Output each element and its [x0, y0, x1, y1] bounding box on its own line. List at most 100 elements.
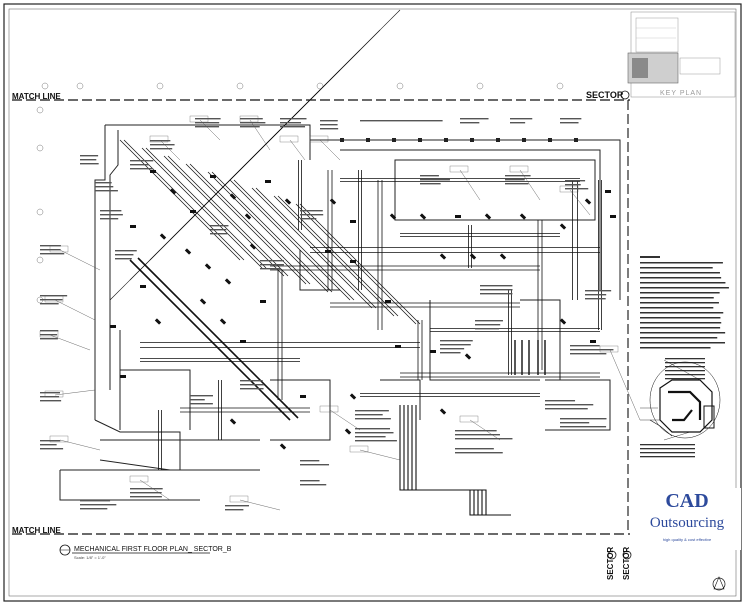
detail-note-line	[640, 444, 695, 446]
fine-print-line	[40, 396, 60, 398]
diffuser	[204, 263, 212, 270]
fine-print-line	[300, 214, 324, 216]
diffuser	[224, 278, 232, 285]
diffuser	[610, 215, 616, 218]
wall	[99, 459, 171, 471]
fine-print-line	[80, 159, 97, 161]
fine-print-line	[210, 233, 228, 235]
diffuser	[260, 300, 266, 303]
match-line-label-bottom: MATCH LINE	[12, 526, 61, 535]
diffuser	[229, 193, 237, 200]
wall	[380, 379, 421, 420]
fine-print-line	[210, 229, 227, 231]
fine-print-line	[480, 293, 513, 295]
fine-print-line	[355, 418, 391, 420]
leader-line	[49, 334, 91, 351]
diffuser	[484, 213, 492, 220]
callout-box	[129, 475, 149, 483]
fine-print-line	[40, 249, 61, 251]
wall	[299, 250, 340, 291]
sector-label-vertical-b: SECTOR	[622, 546, 631, 580]
fine-print-line	[130, 164, 150, 166]
fine-print-line	[560, 122, 579, 124]
drawing-scale: Scale: 1/8" = 1'-0"	[74, 555, 106, 560]
sector-marker-bottom-b	[622, 550, 632, 560]
air-diffusers	[110, 170, 616, 450]
diffuser	[279, 443, 287, 450]
diffuser	[265, 180, 271, 183]
diagonal-duct	[249, 9, 401, 161]
note-line	[640, 342, 726, 344]
fine-print-line	[115, 258, 132, 260]
column	[548, 138, 552, 142]
fine-print-line	[455, 448, 494, 450]
leader-callouts	[39, 115, 641, 511]
fine-print-line	[280, 126, 306, 128]
column	[340, 138, 344, 142]
fine-print-line	[260, 264, 284, 266]
riser-pipe	[403, 405, 499, 516]
note-line	[640, 312, 724, 314]
fine-print-line	[95, 186, 114, 188]
note-line	[640, 337, 718, 339]
diffuser	[284, 198, 292, 205]
leader-line	[359, 449, 401, 461]
fine-print-line	[190, 399, 205, 401]
fine-print-line	[240, 384, 264, 386]
diffuser	[169, 188, 177, 195]
diffuser	[349, 393, 357, 400]
diffuser	[184, 248, 192, 255]
logo-cad-text: CAD	[665, 490, 709, 512]
diffuser	[439, 408, 447, 415]
diffuser	[350, 220, 356, 223]
fine-print-line	[300, 464, 330, 466]
leader-line	[289, 139, 306, 161]
fine-print-line	[100, 214, 123, 216]
fine-print-line	[455, 438, 513, 440]
fine-print-line	[460, 122, 480, 124]
diffuser	[154, 318, 162, 325]
fine-print-line	[80, 155, 99, 157]
callout-box	[509, 165, 529, 173]
fine-print-line	[420, 183, 441, 185]
general-notes	[640, 256, 729, 458]
fine-print-line	[440, 348, 465, 350]
leader-line	[569, 189, 591, 216]
diagonal-ductwork	[109, 9, 421, 421]
diffuser	[590, 340, 596, 343]
diffuser	[325, 250, 331, 253]
sector-marker-top	[620, 90, 630, 100]
equipment-detail	[640, 359, 721, 441]
diffuser	[389, 213, 397, 220]
fine-print-line	[460, 118, 489, 120]
fine-print-line	[355, 432, 394, 434]
leader-line	[54, 299, 96, 321]
diffuser	[519, 213, 527, 220]
note-line	[640, 292, 720, 294]
building-walls	[59, 124, 621, 501]
grid-bubble	[316, 82, 324, 90]
fine-print-line	[40, 444, 57, 446]
diagonal-duct	[189, 163, 311, 285]
riser-pipe	[415, 405, 511, 516]
fine-print-line	[40, 334, 58, 336]
fine-print-line	[195, 118, 221, 120]
grid-bubble	[76, 82, 84, 90]
diagonal-duct	[233, 179, 355, 301]
grid-bubble	[396, 82, 404, 90]
fine-print-line	[95, 190, 118, 192]
fine-print-line	[195, 126, 220, 128]
fine-print-line	[95, 182, 112, 184]
note-line	[640, 302, 719, 304]
diagonal-duct	[277, 195, 399, 317]
detail-note-line	[665, 374, 705, 376]
diffuser	[240, 340, 246, 343]
grid-bubble	[156, 82, 164, 90]
leader-line	[519, 169, 541, 201]
riser-pipe	[399, 405, 495, 516]
diagonal-duct	[185, 163, 307, 285]
column	[496, 138, 500, 142]
fine-print-line	[225, 509, 244, 511]
fine-print-line	[225, 505, 249, 507]
